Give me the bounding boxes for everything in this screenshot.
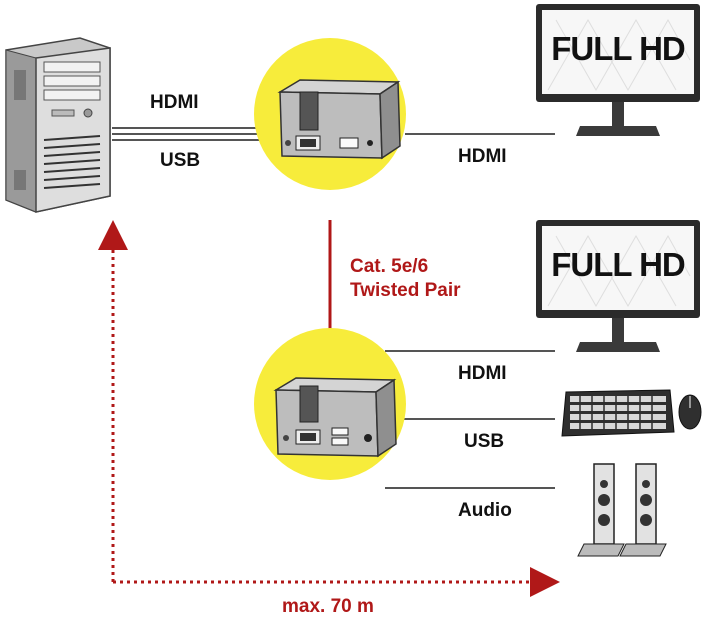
- pc-to-transmitter-cables: [112, 127, 272, 141]
- monitor-icon: [536, 220, 700, 352]
- monitor-top-text: FULL HD: [551, 30, 686, 67]
- mouse-icon: [678, 394, 702, 430]
- speaker-icon: [619, 463, 667, 557]
- monitor-icon: [536, 4, 700, 136]
- label-usb-transmitter-input: USB: [160, 150, 201, 171]
- label-cable-type-line1: Cat. 5e/6: [350, 256, 429, 277]
- label-usb-receiver-output: USB: [464, 431, 505, 452]
- label-hdmi-transmitter-output: HDMI: [458, 146, 507, 167]
- monitor-bottom-text: FULL HD: [551, 246, 686, 283]
- pc-tower-icon: [5, 37, 111, 213]
- label-audio-receiver-output: Audio: [458, 500, 512, 521]
- hdmi-extender-transmitter-icon: [277, 79, 401, 160]
- speaker-icon: [577, 463, 625, 557]
- distance-arrows: [98, 220, 560, 597]
- keyboard-icon: [561, 389, 675, 437]
- label-hdmi-receiver-output: HDMI: [458, 363, 507, 384]
- label-max-distance: max. 70 m: [282, 596, 374, 617]
- hdmi-extender-receiver-icon: [273, 377, 397, 458]
- label-hdmi-transmitter-input: HDMI: [150, 92, 199, 113]
- label-cable-type-line2: Twisted Pair: [350, 280, 461, 301]
- receiver-output-cables: [385, 350, 555, 489]
